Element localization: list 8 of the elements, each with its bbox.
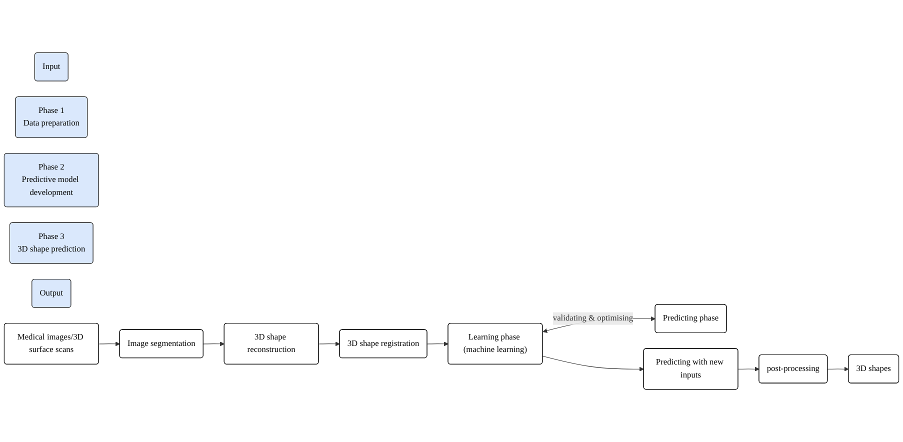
arrow — [318, 342, 340, 346]
arrow — [427, 342, 448, 346]
arrow — [827, 366, 849, 372]
arrow — [542, 356, 644, 372]
arrow — [203, 342, 225, 346]
arrow — [738, 366, 760, 372]
arrow — [98, 342, 120, 346]
edge-label: validating & optimising — [552, 314, 634, 323]
